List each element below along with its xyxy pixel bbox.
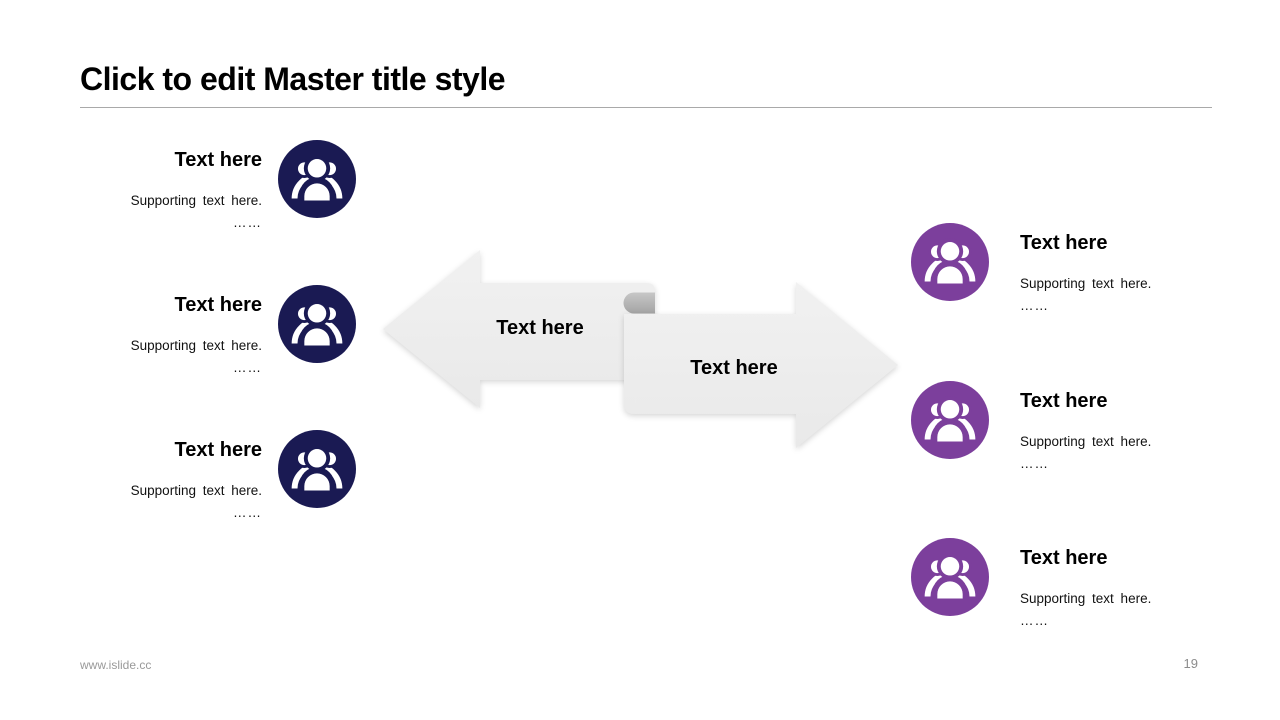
item-supporting-text[interactable]: Supporting text here.: [130, 193, 262, 208]
footer-url[interactable]: www.islide.cc: [80, 658, 152, 672]
people-badge-navy[interactable]: [278, 140, 356, 218]
left-item-2: Text here Supporting text here. ……: [52, 285, 262, 395]
people-badge-navy[interactable]: [278, 285, 356, 363]
item-supporting-text[interactable]: Supporting text here.: [130, 483, 262, 498]
item-supporting-text[interactable]: Supporting text here.: [1020, 591, 1152, 606]
item-ellipsis: ……: [233, 360, 262, 375]
item-supporting-text[interactable]: Supporting text here.: [1020, 434, 1152, 449]
item-supporting-text[interactable]: Supporting text here.: [1020, 276, 1152, 291]
left-arrow-label[interactable]: Text here: [496, 317, 584, 339]
item-ellipsis: ……: [1020, 456, 1049, 471]
item-title[interactable]: Text here: [174, 439, 262, 461]
people-badge-purple[interactable]: [911, 538, 989, 616]
people-badge-purple[interactable]: [911, 381, 989, 459]
left-arrow-shape[interactable]: [383, 250, 655, 408]
item-title[interactable]: Text here: [1020, 547, 1108, 569]
title-divider: [80, 107, 1212, 108]
right-item-3: Text here Supporting text here. ……: [1020, 538, 1230, 648]
right-item-2: Text here Supporting text here. ……: [1020, 381, 1230, 491]
item-ellipsis: ……: [1020, 298, 1049, 313]
right-item-1: Text here Supporting text here. ……: [1020, 223, 1230, 333]
right-arrow-label[interactable]: Text here: [690, 357, 778, 379]
item-ellipsis: ……: [233, 505, 262, 520]
ribbon-curl: [623, 292, 655, 314]
slide-title[interactable]: Click to edit Master title style: [80, 61, 506, 97]
item-title[interactable]: Text here: [174, 294, 262, 316]
item-title[interactable]: Text here: [174, 149, 262, 171]
item-ellipsis: ……: [233, 215, 262, 230]
left-item-1: Text here Supporting text here. ……: [52, 140, 262, 250]
right-arrow-shape[interactable]: [624, 282, 898, 448]
item-title[interactable]: Text here: [1020, 390, 1108, 412]
item-supporting-text[interactable]: Supporting text here.: [130, 338, 262, 353]
item-title[interactable]: Text here: [1020, 232, 1108, 254]
left-item-3: Text here Supporting text here. ……: [52, 430, 262, 540]
page-number: 19: [1183, 656, 1198, 671]
arrows-graphic: [383, 250, 898, 448]
item-ellipsis: ……: [1020, 613, 1049, 628]
people-badge-purple[interactable]: [911, 223, 989, 301]
people-badge-navy[interactable]: [278, 430, 356, 508]
